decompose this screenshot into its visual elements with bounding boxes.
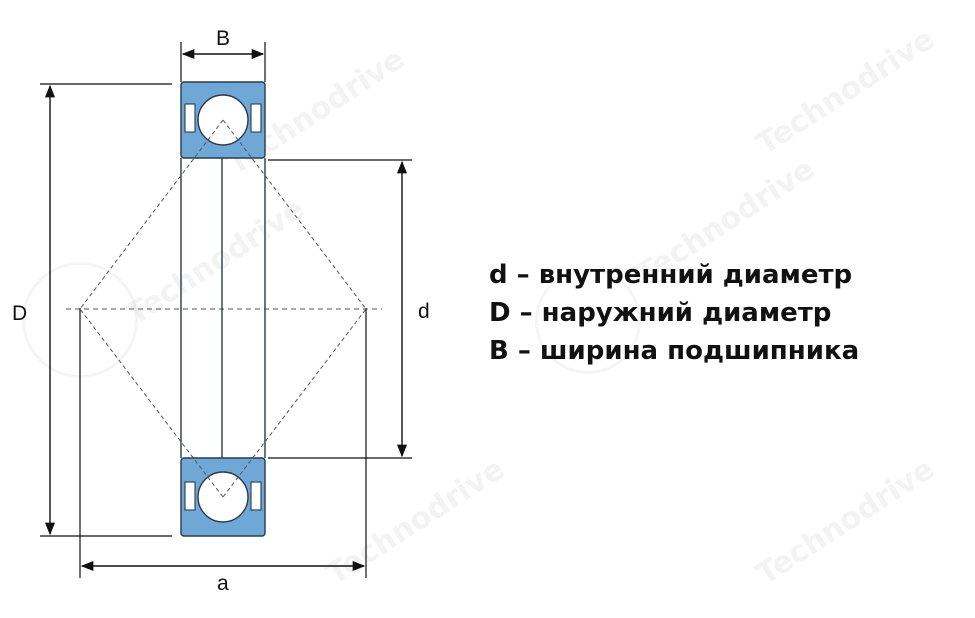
legend-outer-diameter: D – наружний диаметр [489, 298, 832, 328]
dimension-legend: d – внутренний диаметр D – наружний диам… [489, 256, 975, 370]
label-d: d [418, 300, 430, 323]
extension-lines [40, 42, 412, 578]
legend-width: B – ширина подшипника [489, 336, 860, 366]
bearing-bottom-section [180, 457, 266, 537]
label-D: D [12, 302, 27, 325]
contact-angle-lines [79, 119, 367, 498]
ball-bottom [197, 471, 249, 523]
label-B: B [216, 27, 230, 50]
legend-inner-diameter: d – внутренний диаметр [489, 260, 853, 290]
bearing-outline [180, 158, 266, 458]
label-a: a [217, 572, 229, 595]
dimension-lines [44, 48, 408, 572]
